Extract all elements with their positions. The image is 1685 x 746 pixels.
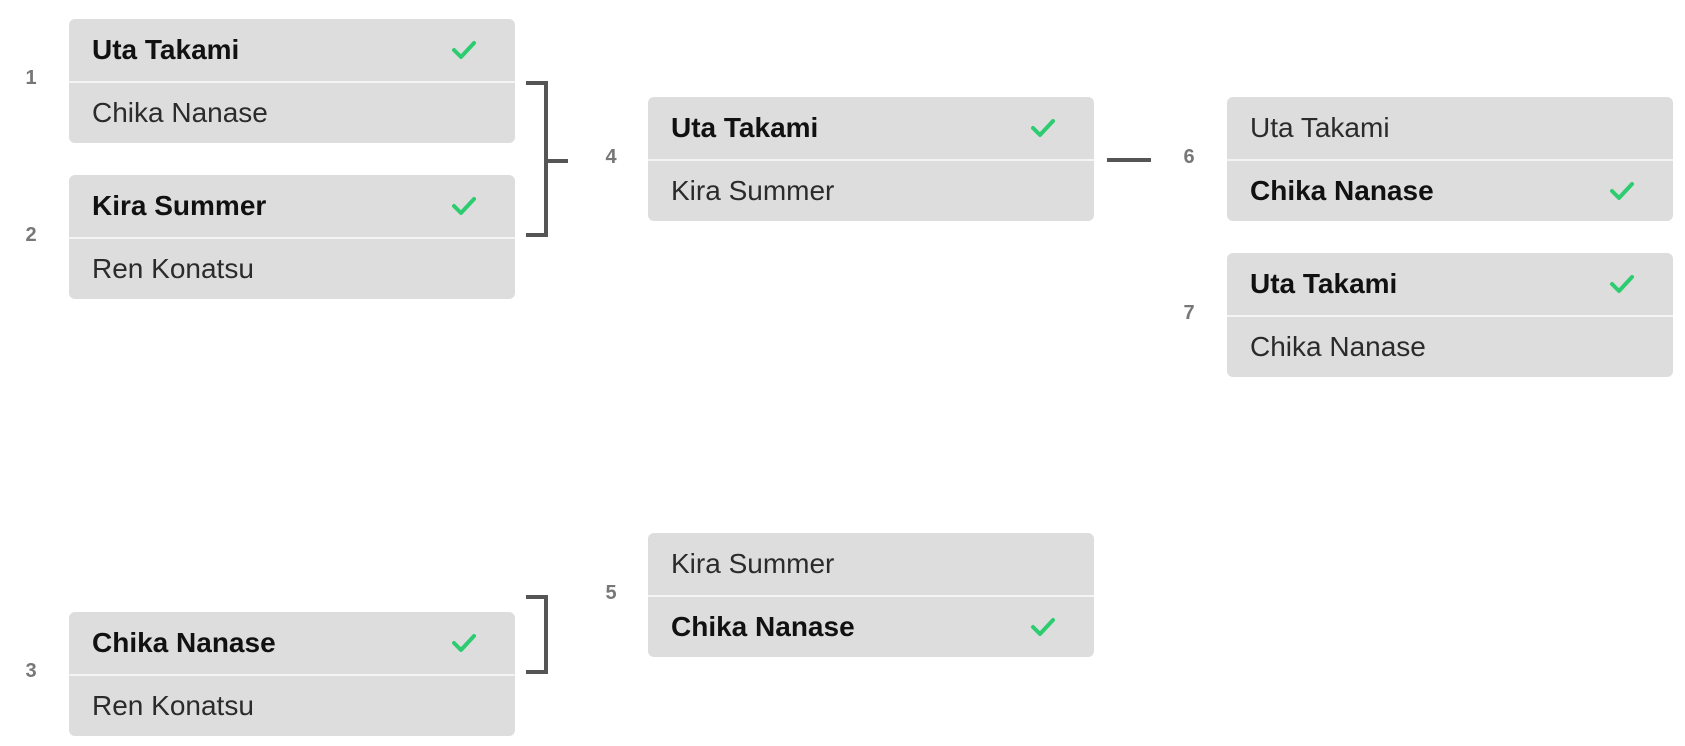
check-icon [1610, 275, 1634, 293]
match-6-slot-2[interactable]: Chika Nanase [1227, 159, 1673, 221]
player-name: Uta Takami [92, 34, 240, 65]
match-3-slot-1[interactable]: Chika Nanase [69, 612, 515, 674]
match-3-slot-2[interactable]: Ren Konatsu [69, 674, 515, 736]
bracket-connector-4-6 [1107, 158, 1151, 162]
player-name: Chika Nanase [1250, 331, 1426, 362]
player-name: Kira Summer [671, 175, 835, 206]
player-name: Chika Nanase [1250, 175, 1434, 206]
match-7-slot-2[interactable]: Chika Nanase [1227, 315, 1673, 377]
player-name: Uta Takami [671, 112, 819, 143]
match-number-7: 7 [1183, 302, 1195, 324]
check-icon [452, 197, 476, 215]
match-card-6: Uta Takami Chika Nanase [1227, 97, 1673, 221]
match-6-slot-1[interactable]: Uta Takami [1227, 97, 1673, 159]
match-1-slot-1[interactable]: Uta Takami [69, 19, 515, 81]
match-number-2: 2 [25, 224, 37, 246]
match-2-slot-1[interactable]: Kira Summer [69, 175, 515, 237]
match-card-3: Chika Nanase Ren Konatsu [69, 612, 515, 736]
check-icon [1610, 182, 1634, 200]
match-card-7: Uta Takami Chika Nanase [1227, 253, 1673, 377]
player-name: Uta Takami [1250, 268, 1398, 299]
player-name: Chika Nanase [671, 611, 855, 642]
match-card-1: Uta Takami Chika Nanase [69, 19, 515, 143]
match-number-5: 5 [605, 582, 617, 604]
check-icon [1031, 119, 1055, 137]
match-7-slot-1[interactable]: Uta Takami [1227, 253, 1673, 315]
check-icon [452, 634, 476, 652]
match-number-6: 6 [1183, 146, 1195, 168]
match-number-1: 1 [25, 67, 37, 89]
player-name: Chika Nanase [92, 97, 268, 128]
match-1-slot-2[interactable]: Chika Nanase [69, 81, 515, 143]
match-card-4: Uta Takami Kira Summer [648, 97, 1094, 221]
match-4-slot-2[interactable]: Kira Summer [648, 159, 1094, 221]
player-name: Ren Konatsu [92, 253, 254, 284]
check-icon [452, 41, 476, 59]
match-5-slot-2[interactable]: Chika Nanase [648, 595, 1094, 657]
player-name: Kira Summer [92, 190, 267, 221]
match-4-slot-1[interactable]: Uta Takami [648, 97, 1094, 159]
match-card-2: Kira Summer Ren Konatsu [69, 175, 515, 299]
bracket-connector-3 [526, 595, 548, 674]
match-number-3: 3 [25, 660, 37, 682]
match-2-slot-2[interactable]: Ren Konatsu [69, 237, 515, 299]
player-name: Chika Nanase [92, 627, 276, 658]
match-5-slot-1[interactable]: Kira Summer [648, 533, 1094, 595]
bracket-connector-stub-1-2 [544, 159, 568, 163]
match-number-4: 4 [605, 146, 617, 168]
player-name: Uta Takami [1250, 112, 1390, 143]
player-name: Ren Konatsu [92, 690, 254, 721]
player-name: Kira Summer [671, 548, 835, 579]
match-card-5: Kira Summer Chika Nanase [648, 533, 1094, 657]
check-icon [1031, 618, 1055, 636]
